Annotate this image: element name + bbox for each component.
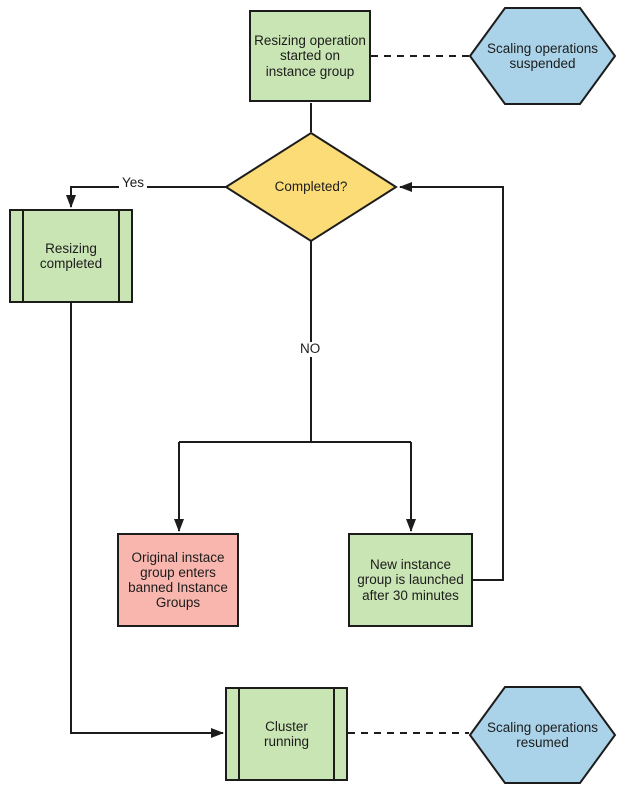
edge-decision-yes-to-resizing-completed [66, 186, 227, 208]
decision-diamond-shape [224, 131, 398, 243]
node-start-label: Resizing operation started on instance g… [254, 33, 366, 79]
node-cluster-running-label: Cluster running [263, 718, 310, 749]
node-resizing-completed-label: Resizing completed [39, 240, 103, 271]
node-decision: Completed? [226, 133, 396, 241]
edge-resizing-completed-to-cluster [70, 303, 224, 738]
edge-label-yes: Yes [119, 175, 148, 191]
node-start: Resizing operation started on instance g… [249, 10, 371, 102]
node-resizing-completed: Resizing completed [9, 209, 133, 303]
node-banned-group-label: Original instace group enters banned Ins… [128, 549, 228, 611]
node-banned-group: Original instace group enters banned Ins… [117, 533, 239, 627]
node-new-group-label: New instance group is launched after 30 … [357, 557, 464, 603]
node-suspended: Scaling operations suspended [470, 8, 615, 104]
node-cluster-running: Cluster running [225, 687, 348, 781]
resumed-hexagon-shape [468, 686, 617, 784]
node-decision-label: Completed? [274, 179, 348, 195]
node-suspended-label: Scaling operations suspended [486, 40, 599, 71]
node-resumed: Scaling operations resumed [470, 687, 615, 783]
edge-label-no: NO [297, 341, 324, 357]
suspended-hexagon-shape [468, 7, 617, 105]
node-new-group: New instance group is launched after 30 … [348, 533, 473, 627]
edge-new-group-to-decision [399, 182, 504, 581]
node-resumed-label: Scaling operations resumed [486, 719, 599, 750]
